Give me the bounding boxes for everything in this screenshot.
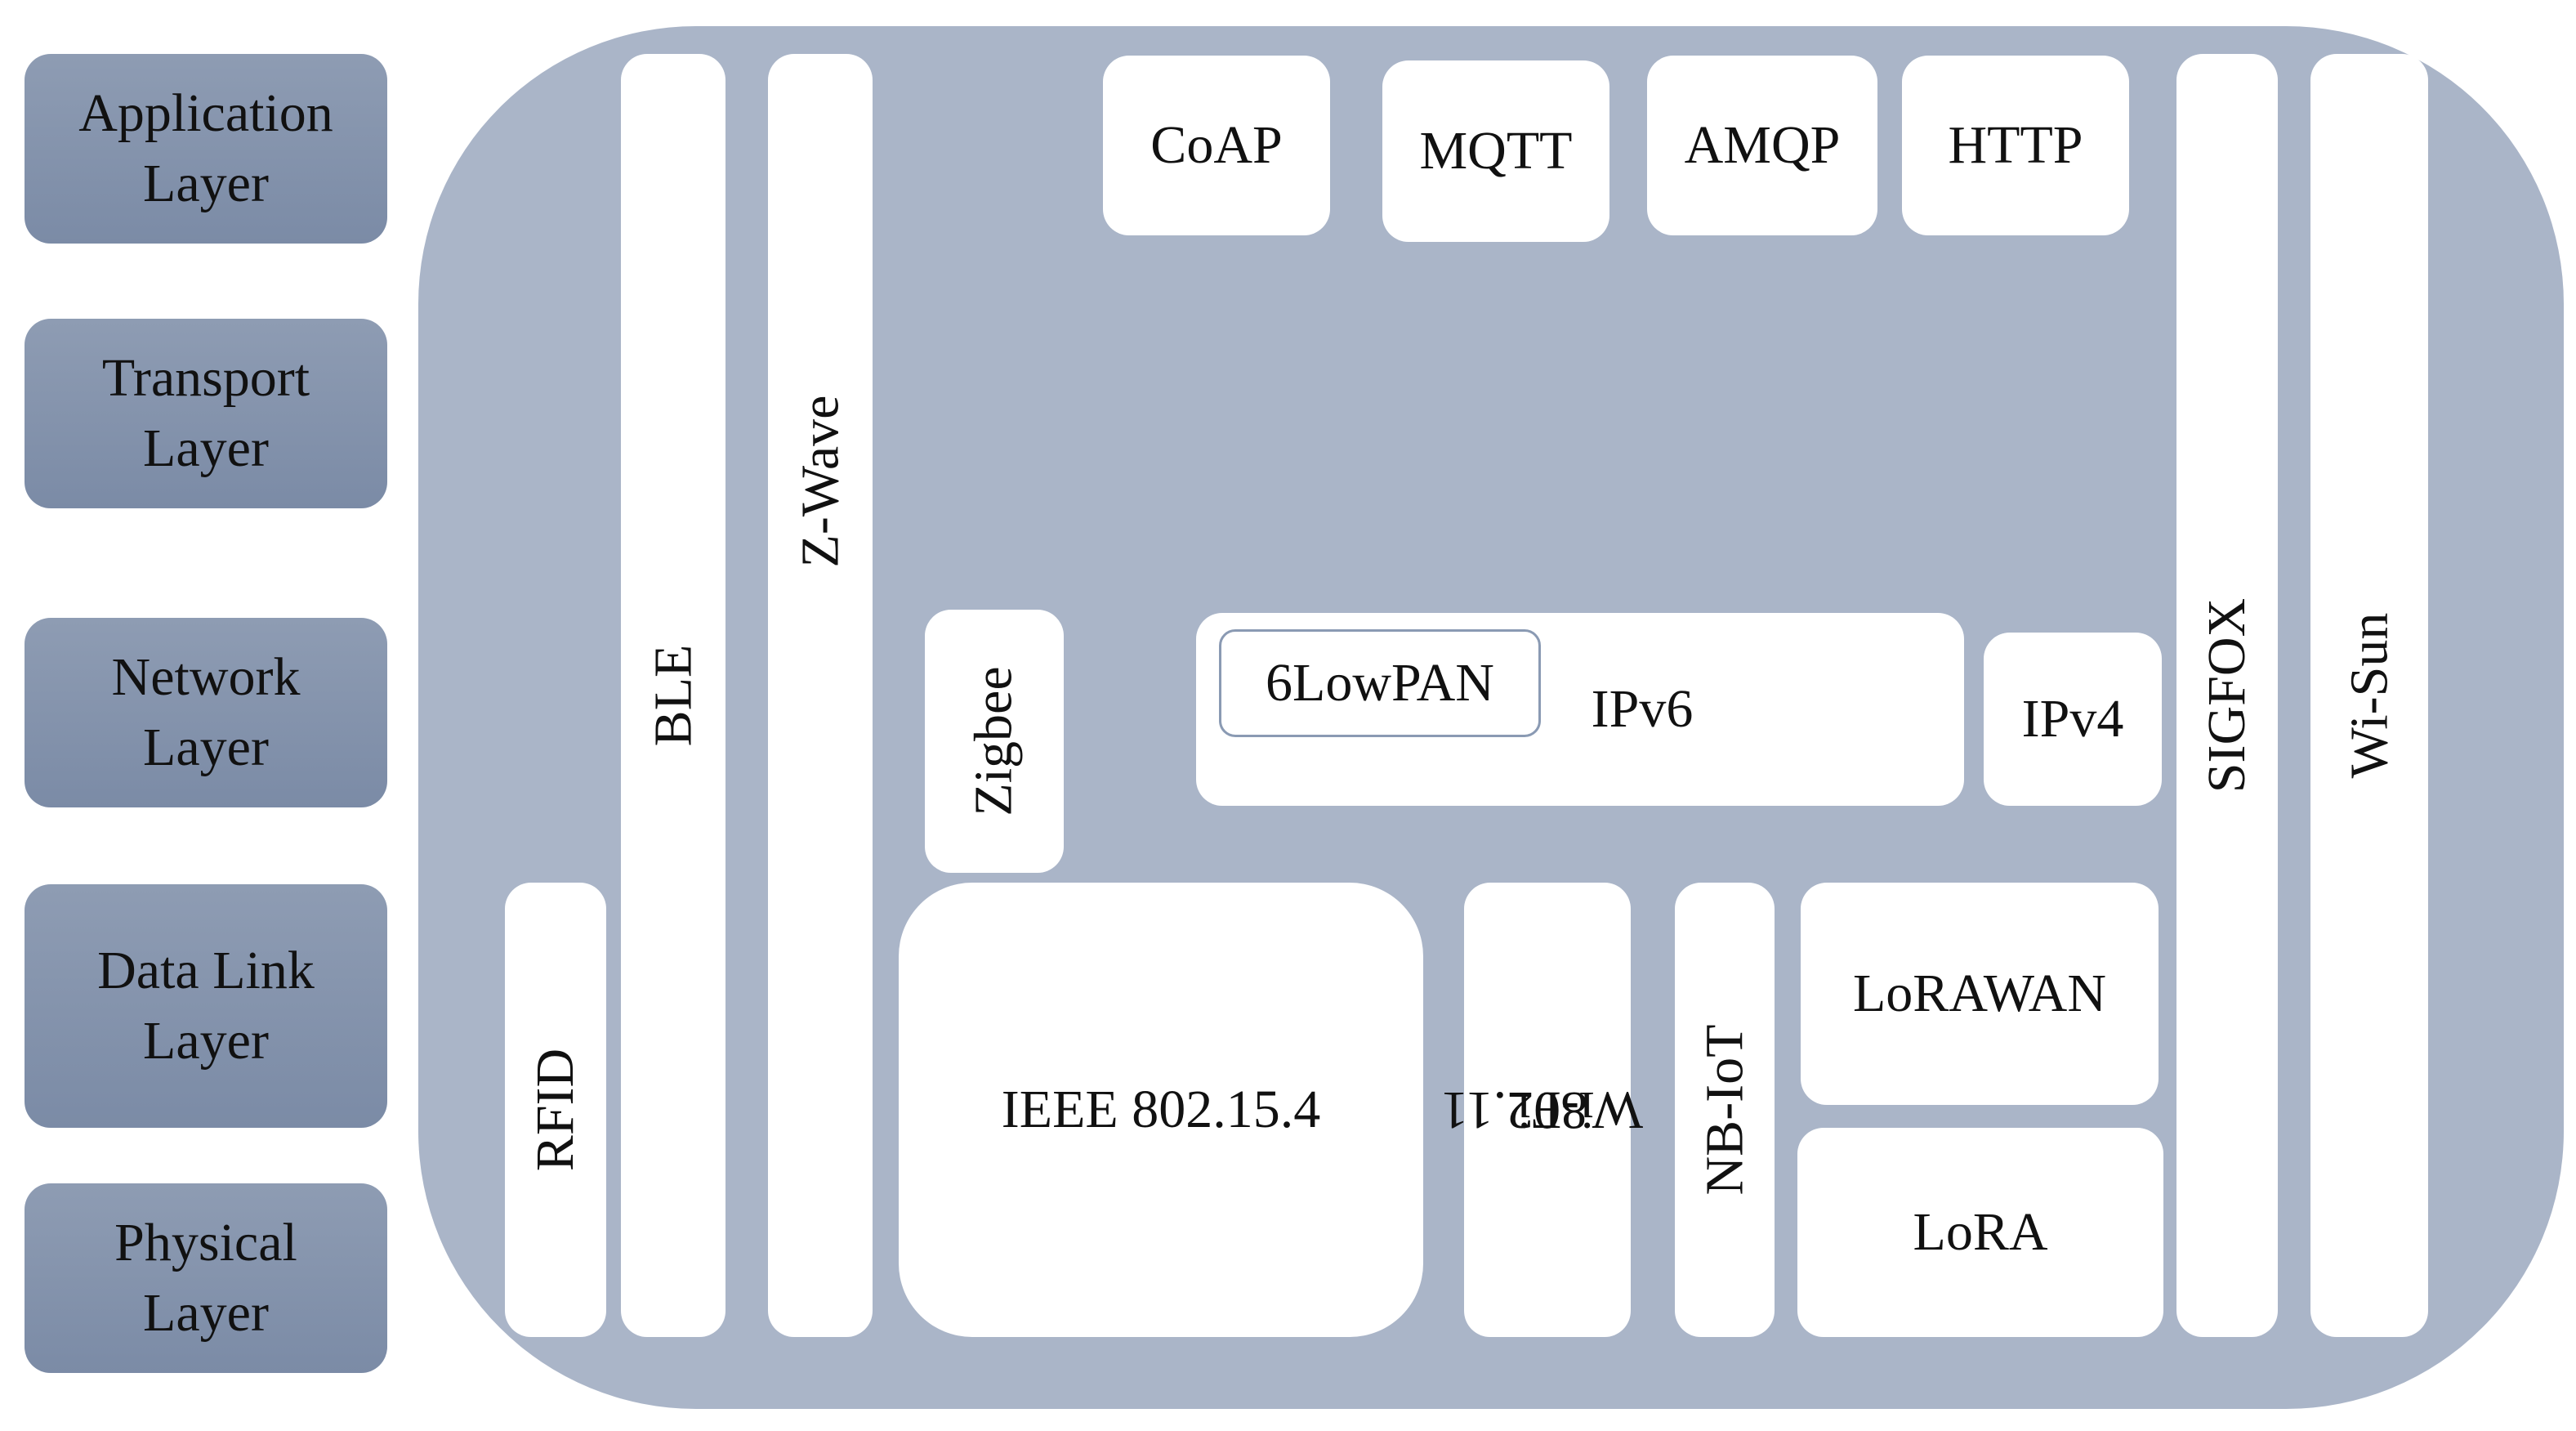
protocol-sigfox: SIGFOX	[2176, 54, 2278, 1337]
protocol-ble-label: BLE	[643, 644, 703, 747]
protocol-ble: BLE	[621, 54, 725, 1337]
layer-label-line: Layer	[143, 1011, 269, 1071]
protocol-z-wave-label: Z-Wave	[790, 395, 850, 568]
layer-label-line: Layer	[143, 718, 269, 777]
protocol-nb-iot: NB-IoT	[1675, 883, 1775, 1337]
layer-network: Network Layer	[25, 618, 387, 807]
protocol-wifi: 802.11 Wi-Fi	[1441, 883, 1644, 1337]
protocol-sigfox-label: SIGFOX	[2197, 597, 2257, 794]
protocol-ipv4: IPv4	[1984, 633, 2162, 806]
protocol-rfid-label: RFID	[525, 1048, 585, 1172]
layer-label-line: Network	[111, 647, 301, 707]
protocol-zigbee: Zigbee	[925, 610, 1064, 873]
protocol-amqp: AMQP	[1647, 56, 1877, 235]
protocol-ieee-802-15-4-label: IEEE 802.15.4	[1001, 1080, 1321, 1139]
layer-label-line: Transport	[101, 348, 310, 408]
protocol-lorawan-label: LoRAWAN	[1852, 964, 2107, 1023]
layer-label-line: Physical	[114, 1213, 297, 1272]
protocol-mqtt: MQTT	[1382, 60, 1609, 242]
protocol-lora: LoRA	[1797, 1128, 2163, 1337]
layer-data-link: Data Link Layer	[25, 884, 387, 1128]
protocol-wifi-text: 802.11 Wi-Fi	[1441, 1036, 1643, 1183]
layer-label-line: Layer	[143, 154, 269, 213]
layer-label-line: Layer	[143, 1283, 269, 1343]
protocol-mqtt-label: MQTT	[1419, 121, 1573, 181]
layer-application: Application Layer	[25, 54, 387, 244]
protocol-wi-sun-label: Wi-Sun	[2339, 612, 2399, 779]
protocol-ipv4-label: IPv4	[2021, 689, 2124, 749]
protocol-lora-label: LoRA	[1913, 1202, 2048, 1262]
protocol-wifi-label-line2: Wi-Fi	[1516, 1080, 1644, 1140]
protocol-http: HTTP	[1902, 56, 2129, 235]
layer-label-line: Layer	[143, 418, 269, 478]
layer-physical: Physical Layer	[25, 1183, 387, 1373]
protocol-z-wave: Z-Wave	[768, 54, 873, 1337]
protocol-6lowpan: 6LowPAN	[1219, 629, 1541, 737]
protocol-ipv6-label: IPv6	[1591, 679, 1694, 739]
protocol-rfid: RFID	[505, 883, 606, 1337]
protocol-lorawan: LoRAWAN	[1801, 883, 2159, 1105]
protocol-ieee-802-15-4: IEEE 802.15.4	[899, 883, 1423, 1337]
protocol-wi-sun: Wi-Sun	[2310, 54, 2428, 1337]
protocol-nb-iot-label: NB-IoT	[1694, 1024, 1754, 1196]
layer-label-line: Application	[78, 83, 333, 143]
protocol-zigbee-label: Zigbee	[964, 666, 1024, 816]
protocol-coap: CoAP	[1103, 56, 1330, 235]
protocol-coap-label: CoAP	[1150, 115, 1283, 175]
layer-transport: Transport Layer	[25, 319, 387, 508]
protocol-http-label: HTTP	[1948, 115, 2083, 175]
layer-label-line: Data Link	[97, 941, 315, 1000]
protocol-amqp-label: AMQP	[1684, 115, 1841, 175]
protocol-6lowpan-label: 6LowPAN	[1266, 653, 1494, 713]
